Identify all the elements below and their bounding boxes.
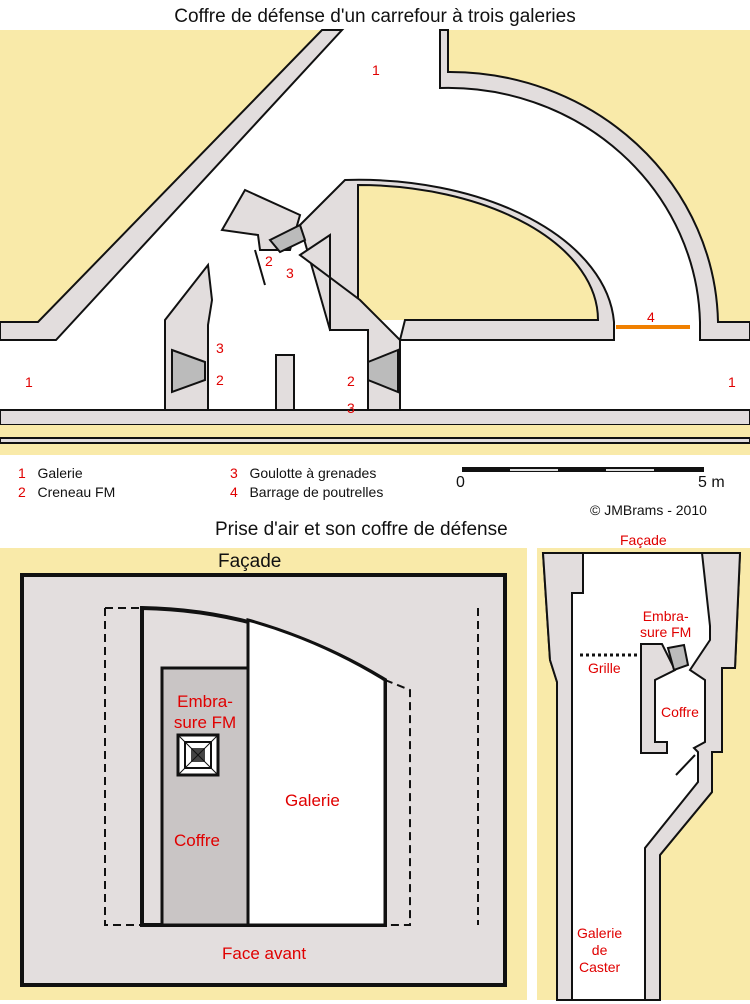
- label-goulotte-mid: 3: [286, 265, 294, 281]
- grille-label: Grille: [588, 660, 621, 676]
- embrasure-icon: [176, 733, 220, 777]
- ground-upper-left: [0, 30, 322, 322]
- legend-item: 1 Galerie: [18, 465, 83, 481]
- coffre-box: [640, 643, 677, 754]
- pillar-center: [275, 354, 295, 411]
- wall-upper-left: [0, 29, 345, 341]
- left-embrasure-label: Embra- sure FM: [173, 692, 237, 732]
- creneau-top: [268, 223, 307, 254]
- air-intake-section: [537, 548, 750, 1001]
- ground-upper-right: [448, 30, 750, 322]
- label-goulotte-left: 3: [216, 340, 224, 356]
- top-title: Coffre de défense d'un carrefour à trois…: [174, 6, 576, 27]
- wall-arc-right: [439, 29, 750, 341]
- scale-bar: [462, 467, 704, 472]
- legend-item: 4 Barrage de poutrelles: [230, 484, 384, 500]
- left-coffre-label: Coffre: [174, 831, 220, 850]
- air-intake-plan: [0, 548, 527, 1000]
- label-goulotte-right: 3: [347, 400, 355, 416]
- left-facade-label: Façade: [218, 551, 282, 572]
- wall-right: [644, 552, 742, 1001]
- bottom-title: Prise d'air et son coffre de défense: [215, 519, 508, 540]
- label-left-gallery: 1: [25, 374, 33, 390]
- legend-item: 3 Goulotte à grenades: [230, 465, 377, 481]
- door: [254, 249, 266, 286]
- scale-start: 0: [456, 474, 465, 491]
- right-facade-label: Façade: [620, 532, 667, 548]
- creneau-right: [367, 348, 399, 394]
- ground-island: [358, 185, 598, 320]
- label-top-gallery: 1: [372, 62, 380, 78]
- galerie-caster-label: Galerie de Caster: [577, 925, 623, 975]
- face-avant-label: Face avant: [222, 944, 307, 963]
- wall-bottom: [0, 409, 750, 426]
- label-creneau-mid: 2: [265, 253, 273, 269]
- left-galerie-label: Galerie: [285, 791, 340, 810]
- right-embrasure-label: Embra- sure FM: [640, 608, 692, 640]
- legend-item: 2 Creneau FM: [18, 484, 116, 500]
- scale-end: 5 m: [698, 474, 725, 491]
- label-creneau-right: 2: [347, 373, 355, 389]
- right-coffre-label: Coffre: [661, 704, 699, 720]
- copyright: © JMBrams - 2010: [590, 502, 707, 518]
- label-creneau-left: 2: [216, 372, 224, 388]
- top-plan: [0, 29, 750, 455]
- wall-left: [541, 552, 584, 1001]
- creneau-left: [171, 348, 206, 394]
- label-right-gallery: 1: [728, 374, 736, 390]
- label-barrage: 4: [647, 309, 655, 325]
